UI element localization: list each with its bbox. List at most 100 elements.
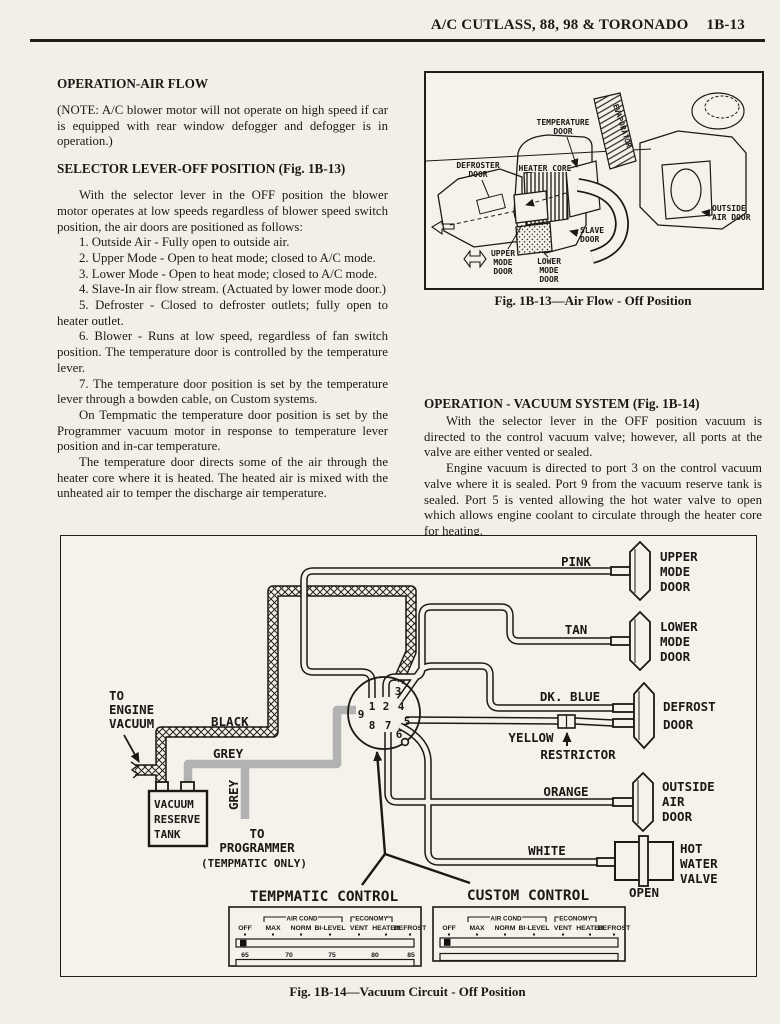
port-number: 8 [369, 719, 376, 732]
selector-positions: OFF MAX NORM BI-LEVEL VENT HEATER DEFROS… [442, 925, 631, 932]
to-engine-vacuum-label: ENGINE [109, 702, 154, 717]
port-number: 9 [358, 708, 365, 721]
svg-text:75: 75 [328, 952, 336, 959]
svg-text:VENT: VENT [350, 925, 369, 932]
svg-text:VENT: VENT [554, 925, 573, 932]
svg-text:70: 70 [285, 952, 293, 959]
position-dots [244, 933, 411, 936]
lower-mode-door-shape [515, 222, 553, 256]
upper-mode-door-label: UPPER [491, 249, 515, 258]
temperature-door-label: DOOR [553, 127, 572, 136]
selector-indicator [444, 938, 451, 946]
vacuum-hoses [300, 567, 614, 866]
hose-break-icon [130, 761, 140, 779]
page-number: 1B-13 [706, 17, 745, 33]
slave-duct-fill [577, 179, 628, 263]
to-programmer-label: PROGRAMMER [219, 840, 295, 855]
connector [612, 797, 634, 807]
port-number: 6 [396, 728, 403, 741]
svg-text:BI-LEVEL: BI-LEVEL [315, 925, 346, 932]
upper-mode-door-label: DOOR [493, 267, 512, 276]
temperature-slider [439, 952, 619, 962]
header-rule [30, 39, 765, 42]
outside-air-door-label: AIR [662, 794, 685, 809]
svg-text:DEFROST: DEFROST [598, 925, 631, 932]
outside-air-door-label: DOOR [662, 809, 693, 824]
to-engine-vacuum-label: TO [109, 688, 124, 703]
air-cond-group-label: AIR COND [286, 916, 318, 923]
black-hose [130, 585, 417, 792]
tempmatic-control-label: TEMPMATIC CONTROL [250, 889, 399, 905]
selector-indicator [240, 939, 247, 947]
temp-door-paragraph: The temperature door directs some of the… [57, 455, 388, 501]
svg-text:85: 85 [407, 952, 415, 959]
air-cond-group-label: AIR COND [490, 916, 522, 923]
heading-operation-air-flow: OPERATION-AIR FLOW [57, 76, 209, 91]
fig14-labels: TO ENGINE VACUUM BLACK GREY GREY TO PROG… [109, 549, 718, 905]
list-item: 6. Blower - Runs at low speed, regardles… [57, 329, 388, 375]
list-item: 1. Outside Air - Fully open to outside a… [79, 235, 290, 250]
intro-paragraph: With the selector lever in the OFF posit… [57, 188, 388, 234]
defrost-door-shape [633, 681, 655, 750]
lower-mode-door-label: MODE [539, 266, 558, 275]
tempmatic-paragraph: On Tempmatic the temperature door positi… [57, 407, 388, 454]
airflow-arrow-icon [430, 220, 455, 236]
port-number: 1 [369, 700, 376, 713]
list-item: 2. Upper Mode - Open to heat mode; close… [79, 250, 376, 265]
tank-label: TANK [154, 828, 181, 841]
selector-positions: OFF MAX NORM BI-LEVEL VENT HEATER DEFROS… [238, 925, 427, 932]
to-engine-vacuum-label: VACUUM [109, 716, 154, 731]
tan-label: TAN [565, 622, 588, 637]
svg-text:BI-LEVEL: BI-LEVEL [519, 925, 550, 932]
defroster-door-label: DOOR [468, 170, 487, 179]
lower-mode-door-shape [629, 610, 651, 672]
list-item: 4. Slave-In air flow stream. (Actuated b… [79, 282, 387, 297]
lower-mode-door-label: LOWER [537, 257, 561, 266]
tank-label: RESERVE [154, 813, 200, 826]
svg-text:OFF: OFF [238, 925, 252, 932]
custom-control-label: CUSTOM CONTROL [467, 888, 589, 904]
header-title: A/C CUTLASS, 88, 98 & TORONADO [430, 17, 689, 33]
white-label: WHITE [528, 843, 566, 858]
defrost-door-label: DOOR [663, 717, 694, 732]
outside-air-door-label: OUTSIDE [662, 779, 715, 794]
hot-water-valve-label: WATER [680, 856, 718, 871]
yellow-label: YELLOW [508, 730, 554, 745]
svg-text:OFF: OFF [442, 925, 456, 932]
grey-vertical-label: GREY [226, 779, 241, 810]
outside-air-door-label: AIR DOOR [712, 213, 751, 222]
pink-label: PINK [561, 554, 592, 569]
door-actuators [596, 540, 674, 887]
svg-text:DEFROST: DEFROST [394, 925, 427, 932]
connector [612, 718, 635, 728]
svg-text:HEATER: HEATER [372, 925, 400, 932]
port-number: 7 [385, 719, 392, 732]
tempmatic-control-panel: AIR COND ECONOMY OFF MAX NORM BI-LEVEL V… [228, 906, 427, 967]
temperature-slider [235, 958, 415, 967]
position-dots [448, 933, 615, 936]
vent-port-icon [400, 737, 410, 747]
list-item: 5. Defroster - Closed to defroster outle… [57, 298, 388, 328]
right-column: OPERATION - VACUUM SYSTEM (Fig. 1B-14) W… [424, 396, 762, 540]
grey-hose [183, 705, 356, 819]
connector [612, 703, 635, 713]
temperature-scale: 65 70 75 80 85 [241, 952, 415, 959]
control-vacuum-valve: 1 2 3 4 5 6 7 8 9 [347, 676, 421, 750]
open-label: OPEN [629, 885, 659, 900]
slave-door-label: SLAVE [580, 226, 604, 235]
svg-text:NORM: NORM [291, 925, 312, 932]
control-leader-lines [361, 751, 471, 886]
defroster-door-label: DEFROSTER [456, 161, 500, 170]
upper-mode-door-shape [513, 190, 549, 224]
blower-shape [691, 92, 745, 130]
engine-vacuum-arrow [123, 734, 140, 763]
airflow-sketch [425, 92, 747, 269]
economy-group-label: ECONOMY [559, 916, 592, 923]
heading-selector-lever: SELECTOR LEVER-OFF POSITION (Fig. 1B-13) [57, 161, 346, 177]
valve-stem-shape [638, 835, 649, 887]
hot-water-valve-label: HOT [680, 841, 703, 856]
to-programmer-label: TO [249, 826, 264, 841]
black-label: BLACK [211, 714, 249, 729]
port-number: 4 [398, 700, 405, 713]
